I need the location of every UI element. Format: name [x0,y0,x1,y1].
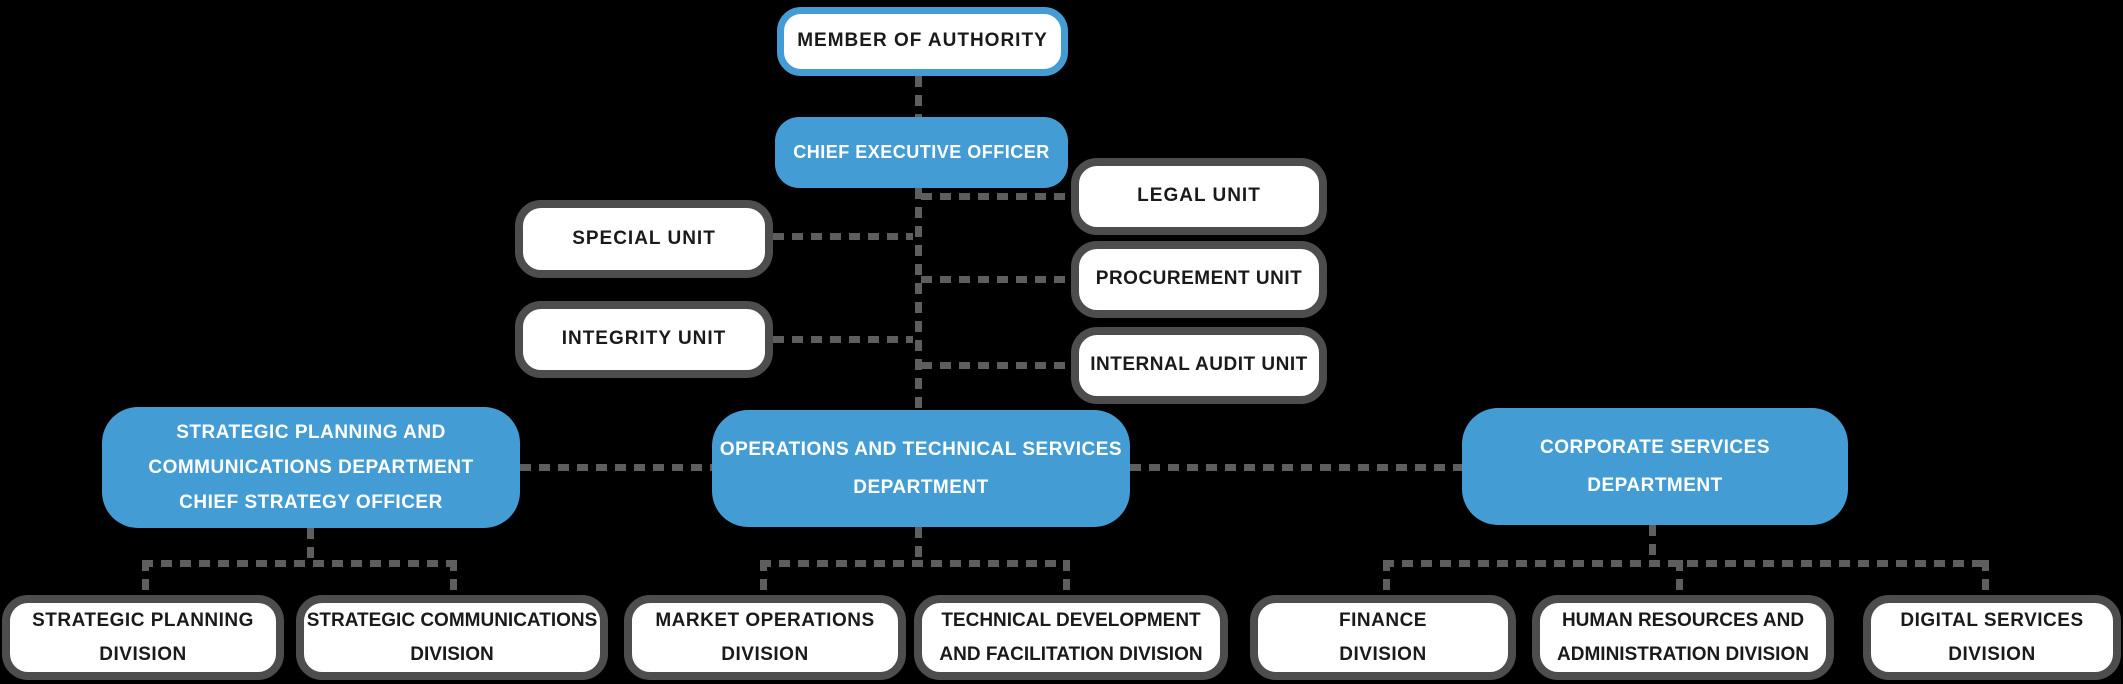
connector-ceo-trunk [915,188,922,410]
org-node-strategic-planning-division-label: STRATEGIC PLANNING DIVISION [32,610,254,665]
org-node-human-resources-administration-division: HUMAN RESOURCES AND ADMINISTRATION DIVIS… [1532,595,1834,680]
org-node-chief-executive-officer-label: CHIEF EXECUTIVE OFFICER [793,142,1050,163]
connector-member-to-ceo [915,76,922,117]
connector-trunk-to-special [773,233,913,240]
org-node-procurement-unit: PROCUREMENT UNIT [1071,241,1327,318]
connector-ots-dept-bar [760,560,1070,567]
org-node-technical-development-facilitation-division-label: TECHNICAL DEVELOPMENT AND FACILITATION D… [939,610,1203,665]
org-node-member-of-authority: MEMBER OF AUTHORITY [777,7,1068,76]
org-node-strategic-communications-division-label: STRATEGIC COMMUNICATIONS DIVISION [306,610,598,665]
connector-drop-strategic-planning [142,560,149,595]
org-node-corporate-services-dept-label: CORPORATE SERVICES DEPARTMENT [1539,436,1770,496]
connector-drop-technical-development [1063,560,1070,595]
org-node-technical-development-facilitation-division: TECHNICAL DEVELOPMENT AND FACILITATION D… [914,595,1228,680]
org-node-strategic-planning-communications-dept-label: STRATEGIC PLANNING AND COMMUNICATIONS DE… [148,421,474,514]
connector-drop-market-operations [760,560,767,595]
connector-cs-dept-stem [1649,525,1656,562]
connector-drop-digital-services [1982,560,1989,595]
org-node-finance-division-label: FINANCE DIVISION [1339,610,1427,665]
org-node-integrity-unit-label: INTEGRITY UNIT [561,328,727,350]
org-node-special-unit: SPECIAL UNIT [515,200,773,278]
org-node-market-operations-division: MARKET OPERATIONS DIVISION [624,595,906,680]
org-node-finance-division: FINANCE DIVISION [1250,595,1516,680]
connector-drop-strategic-communications [450,560,457,595]
org-node-strategic-communications-division: STRATEGIC COMMUNICATIONS DIVISION [296,595,608,680]
connector-drop-human-resources [1676,560,1683,595]
connector-trunk-to-audit [921,362,1071,369]
org-node-strategic-planning-division: STRATEGIC PLANNING DIVISION [2,595,284,680]
org-node-operations-technical-services-dept: OPERATIONS AND TECHNICAL SERVICES DEPART… [712,410,1130,527]
org-node-operations-technical-services-dept-label: OPERATIONS AND TECHNICAL SERVICES DEPART… [719,438,1123,498]
org-node-legal-unit-label: LEGAL UNIT [1137,185,1261,207]
org-node-digital-services-division-label: DIGITAL SERVICES DIVISION [1900,610,2084,665]
connector-spc-dept-bar [142,560,457,567]
org-node-strategic-planning-communications-dept: STRATEGIC PLANNING AND COMMUNICATIONS DE… [102,407,520,528]
org-node-internal-audit-unit-label: INTERNAL AUDIT UNIT [1090,354,1308,376]
org-node-procurement-unit-label: PROCUREMENT UNIT [1095,268,1303,290]
org-node-human-resources-administration-division-label: HUMAN RESOURCES AND ADMINISTRATION DIVIS… [1557,610,1809,665]
connector-trunk-to-integrity [773,336,913,343]
connector-cs-dept-bar [1383,560,1989,567]
org-node-special-unit-label: SPECIAL UNIT [572,227,716,249]
org-node-chief-executive-officer: CHIEF EXECUTIVE OFFICER [775,117,1068,188]
connector-spc-dept-stem [307,528,314,562]
connector-drop-finance [1383,560,1390,595]
connector-dept-right-link [1130,464,1462,471]
org-node-member-of-authority-label: MEMBER OF AUTHORITY [797,30,1048,52]
connector-dept-left-link [520,464,712,471]
org-node-digital-services-division: DIGITAL SERVICES DIVISION [1863,595,2121,680]
org-node-market-operations-division-label: MARKET OPERATIONS DIVISION [655,610,875,665]
connector-trunk-to-procurement [921,276,1071,283]
org-node-integrity-unit: INTEGRITY UNIT [515,301,773,378]
org-node-corporate-services-dept: CORPORATE SERVICES DEPARTMENT [1462,408,1848,525]
org-node-internal-audit-unit: INTERNAL AUDIT UNIT [1071,327,1327,404]
connector-ots-dept-stem [915,527,922,562]
connector-trunk-to-legal [921,193,1071,200]
org-node-legal-unit: LEGAL UNIT [1071,158,1327,235]
